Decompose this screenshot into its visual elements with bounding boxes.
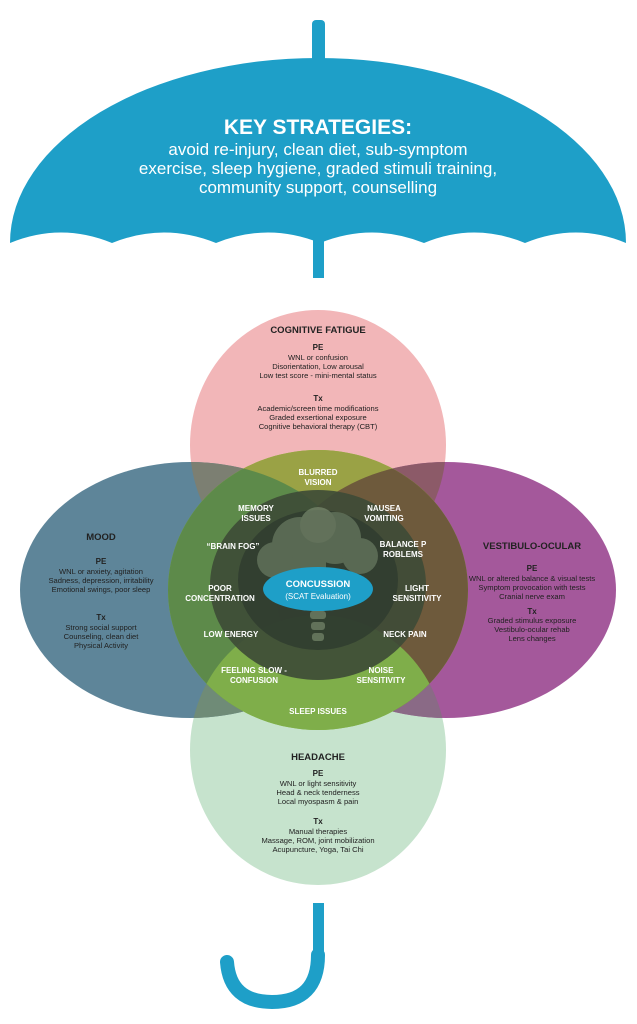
umbrella: KEY STRATEGIES: avoid re-injury, clean d… xyxy=(10,20,626,1010)
center-subtitle: (SCAT Evaluation) xyxy=(285,592,351,601)
symptom-sleep-issues: SLEEP ISSUES xyxy=(289,707,347,716)
headache-title: HEADACHE xyxy=(291,752,345,763)
mood-tx-3: Physical Activity xyxy=(74,641,128,650)
symptom-noise-sensitivity-2: SENSITIVITY xyxy=(357,676,407,685)
vestibulo-block: VESTIBULO-OCULAR PE WNL or altered balan… xyxy=(469,541,596,643)
symptom-feeling-slow-1: FEELING SLOW - xyxy=(221,666,287,675)
umbrella-canopy xyxy=(10,58,626,243)
symptom-noise-sensitivity-1: NOISE xyxy=(369,666,395,675)
center-title: CONCUSSION xyxy=(286,579,351,590)
umbrella-line-3: community support, counselling xyxy=(199,178,437,197)
mood-pe-2: Sadness, depression, irritability xyxy=(48,576,153,585)
vestibulo-pe-3: Cranial nerve exam xyxy=(499,592,565,601)
mood-block: MOOD PE WNL or anxiety, agitation Sadnes… xyxy=(48,532,153,650)
vestibulo-pe-1: WNL or altered balance & visual tests xyxy=(469,574,596,583)
cognitive-pe-1: WNL or confusion xyxy=(288,353,348,362)
mood-pe-3: Emotional swings, poor sleep xyxy=(52,585,151,594)
vestibulo-title: VESTIBULO-OCULAR xyxy=(483,541,581,552)
symptom-nausea-vomiting-1: NAUSEA xyxy=(367,504,401,513)
symptom-memory-issues-2: ISSUES xyxy=(241,514,271,523)
cognitive-fatigue-block: COGNITIVE FATIGUE PE WNL or confusion Di… xyxy=(257,325,378,431)
vestibulo-tx-2: Vestibulo-ocular rehab xyxy=(494,625,570,634)
vestibulo-tx-label: Tx xyxy=(527,607,537,616)
symptom-light-sensitivity-1: LIGHT xyxy=(405,584,429,593)
mood-pe-label: PE xyxy=(96,557,107,566)
mood-tx-2: Counseling, clean diet xyxy=(64,632,140,641)
symptom-memory-issues-1: MEMORY xyxy=(238,504,274,513)
mood-title: MOOD xyxy=(86,532,116,543)
symptom-poor-concentration-2: CONCENTRATION xyxy=(185,594,255,603)
umbrella-title: KEY STRATEGIES: xyxy=(224,116,412,139)
symptom-feeling-slow-2: CONFUSION xyxy=(230,676,278,685)
vestibulo-tx-1: Graded stimulus exposure xyxy=(488,616,577,625)
mood-pe-1: WNL or anxiety, agitation xyxy=(59,567,143,576)
headache-pe-2: Head & neck tenderness xyxy=(276,788,359,797)
headache-block: HEADACHE PE WNL or light sensitivity Hea… xyxy=(261,752,374,854)
mood-tx-label: Tx xyxy=(96,613,106,622)
umbrella-handle xyxy=(220,948,325,1010)
inner-zone-bottom xyxy=(190,615,446,730)
cognitive-tx-2: Graded exsertional exposure xyxy=(269,413,367,422)
symptom-balance-problems-1: BALANCE P xyxy=(380,540,427,549)
symptom-neck-pain: NECK PAIN xyxy=(383,630,427,639)
symptom-poor-concentration-1: POOR xyxy=(208,584,232,593)
umbrella-line-1: avoid re-injury, clean diet, sub-symptom xyxy=(168,140,467,159)
headache-tx-1: Manual therapies xyxy=(289,827,347,836)
vestibulo-pe-2: Symptom provocation with tests xyxy=(478,583,585,592)
headache-tx-3: Acupuncture, Yoga, Tai Chi xyxy=(272,845,363,854)
symptom-light-sensitivity-2: SENSITIVITY xyxy=(393,594,443,603)
symptom-low-energy: LOW ENERGY xyxy=(204,630,259,639)
umbrella-tip xyxy=(312,20,325,65)
cognitive-pe-3: Low test score - mini-mental status xyxy=(259,371,377,380)
symptom-blurred-vision-2: VISION xyxy=(304,478,331,487)
umbrella-shaft-top xyxy=(313,240,324,278)
umbrella-shaft-bottom xyxy=(313,903,324,958)
mood-tx-1: Strong social support xyxy=(65,623,137,632)
symptom-brain-fog: “BRAIN FOG” xyxy=(207,542,260,551)
headache-pe-1: WNL or light sensitivity xyxy=(280,779,357,788)
cognitive-tx-1: Academic/screen time modifications xyxy=(257,404,378,413)
cognitive-pe-label: PE xyxy=(313,343,324,352)
vestibulo-tx-3: Lens changes xyxy=(508,634,555,643)
umbrella-line-2: exercise, sleep hygiene, graded stimuli … xyxy=(139,159,497,178)
symptom-blurred-vision-1: BLURRED xyxy=(298,468,337,477)
cognitive-tx-label: Tx xyxy=(313,394,323,403)
center-concussion: CONCUSSION (SCAT Evaluation) xyxy=(263,567,373,611)
symptom-balance-problems-2: ROBLEMS xyxy=(383,550,424,559)
vestibulo-pe-label: PE xyxy=(527,564,538,573)
cognitive-pe-2: Disorientation, Low arousal xyxy=(272,362,364,371)
symptom-nausea-vomiting-2: VOMITING xyxy=(364,514,404,523)
cognitive-title: COGNITIVE FATIGUE xyxy=(270,325,365,336)
headache-pe-label: PE xyxy=(313,769,324,778)
center-ellipse xyxy=(263,567,373,611)
headache-tx-2: Massage, ROM, joint mobilization xyxy=(261,836,374,845)
cognitive-tx-3: Cognitive behavioral therapy (CBT) xyxy=(259,422,378,431)
headache-tx-label: Tx xyxy=(313,817,323,826)
headache-pe-3: Local myospasm & pain xyxy=(278,797,359,806)
symptom-labels: BLURRED VISION MEMORY ISSUES NAUSEA VOMI… xyxy=(185,468,442,716)
